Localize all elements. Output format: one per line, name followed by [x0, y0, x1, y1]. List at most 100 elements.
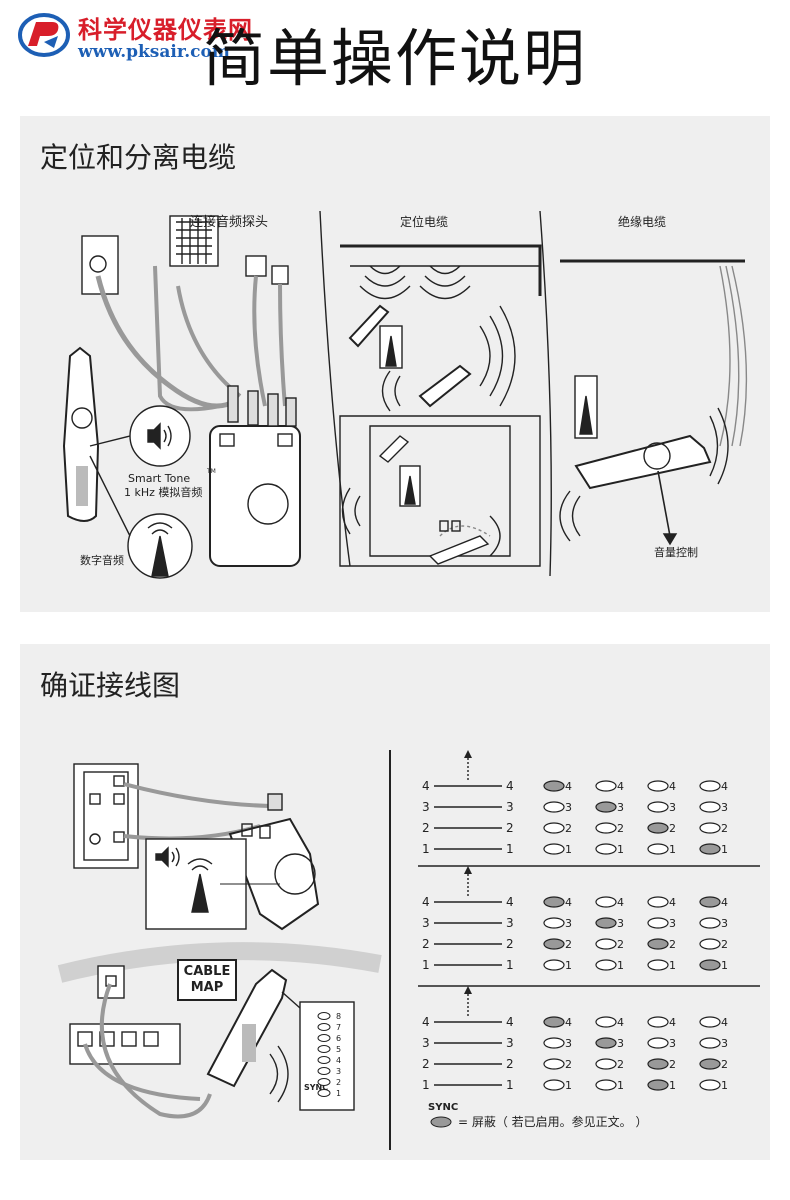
pin-number-right: 3 — [506, 800, 514, 814]
pin-number-left: 4 — [422, 1015, 430, 1029]
pin-number-left: 3 — [422, 1036, 430, 1050]
wiremap-led — [647, 959, 669, 971]
wiremap-led — [699, 896, 721, 908]
pin-number-right: 1 — [506, 1078, 514, 1092]
wiremap-led-number: 2 — [565, 1058, 572, 1071]
wiremap-led — [647, 1016, 669, 1028]
wiremap-led-number: 4 — [669, 1016, 676, 1029]
led-number: 8 — [336, 1012, 341, 1021]
wiremap-led-number: 3 — [721, 801, 728, 814]
wiremap-led-number: 2 — [617, 822, 624, 835]
wiremap-led-number: 1 — [617, 843, 624, 856]
section-locate-isolate: 定位和分离电缆 — [20, 116, 770, 612]
section-title: 确证接线图 — [40, 669, 181, 702]
wiremap-led-number: 1 — [565, 843, 572, 856]
wiremap-led-number: 3 — [669, 801, 676, 814]
wiremap-led — [543, 1058, 565, 1070]
led-number: 3 — [336, 1067, 341, 1076]
label-digital-tone: 数字音频 — [80, 553, 124, 567]
wiremap-led — [647, 1079, 669, 1091]
wiremap-led — [543, 959, 565, 971]
logo-url: www.pksair.com — [78, 42, 230, 62]
led-number: 2 — [336, 1078, 341, 1087]
wiremap-led — [543, 1016, 565, 1028]
led-indicator — [317, 1012, 331, 1020]
wiremap-led-number: 1 — [669, 959, 676, 972]
pk-logo-icon — [18, 13, 70, 57]
legend-sync-label: SYNC — [428, 1102, 458, 1113]
wiremap-led — [699, 801, 721, 813]
pin-number-left: 3 — [422, 800, 430, 814]
wiremap-led — [647, 1037, 669, 1049]
wiremap-led — [595, 938, 617, 950]
wiremap-led — [699, 1016, 721, 1028]
led-indicator — [317, 1078, 331, 1086]
label-isolate-cable: 绝缘电缆 — [618, 214, 666, 229]
wiremap-led — [699, 1058, 721, 1070]
wiremap-led — [699, 780, 721, 792]
pin-number-left: 1 — [422, 958, 430, 972]
wiremap-led-number: 1 — [617, 1079, 624, 1092]
wiremap-led-number: 3 — [617, 1037, 624, 1050]
wiremap-led-number: 3 — [617, 801, 624, 814]
led-indicator — [317, 1034, 331, 1042]
led-number: 6 — [336, 1034, 341, 1043]
pin-number-right: 2 — [506, 937, 514, 951]
wiremap-led-number: 2 — [669, 1058, 676, 1071]
wiremap-led-number: 3 — [565, 801, 572, 814]
wiremap-led — [543, 780, 565, 792]
wiremap-led — [647, 822, 669, 834]
wiremap-led — [699, 917, 721, 929]
wiremap-led — [699, 938, 721, 950]
wiremap-led-number: 1 — [721, 843, 728, 856]
wiremap-led-number: 4 — [669, 780, 676, 793]
pin-number-right: 3 — [506, 1036, 514, 1050]
wiremap-led — [647, 917, 669, 929]
led-indicator — [317, 1089, 331, 1097]
wiremap-led-number: 1 — [565, 1079, 572, 1092]
pin-number-right: 4 — [506, 779, 514, 793]
led-indicator — [317, 1023, 331, 1031]
wiremap-led — [647, 1058, 669, 1070]
wiremap-led-number: 2 — [669, 822, 676, 835]
wiremap-led-number: 3 — [721, 917, 728, 930]
pin-number-right: 2 — [506, 1057, 514, 1071]
label-sync-panel: SYNC — [304, 1083, 328, 1092]
wiremap-led — [595, 917, 617, 929]
wiremap-led-number: 3 — [565, 917, 572, 930]
wiremap-led-number: 1 — [617, 959, 624, 972]
wiremap-led-number: 3 — [617, 917, 624, 930]
pin-number-right: 1 — [506, 842, 514, 856]
wiremap-led-number: 4 — [721, 896, 728, 909]
wiremap-led — [595, 896, 617, 908]
wiremap-led — [699, 822, 721, 834]
pin-number-left: 1 — [422, 842, 430, 856]
wiremap-led — [647, 780, 669, 792]
wiremap-led-number: 1 — [565, 959, 572, 972]
label-cable-map-1: CABLE — [184, 964, 231, 979]
wiremap-led — [543, 822, 565, 834]
wiremap-led-number: 1 — [721, 1079, 728, 1092]
legend-shield-text: = 屏蔽（ 若已启用。参见正文。 ） — [458, 1114, 648, 1129]
label-smart-tone: Smart Tone — [128, 472, 190, 485]
wiremap-led — [595, 843, 617, 855]
wiremap-led-number: 2 — [721, 1058, 728, 1071]
wiremap-led-number: 2 — [669, 938, 676, 951]
wiremap-led — [699, 959, 721, 971]
wiremap-led — [543, 1037, 565, 1049]
wiremap-led — [595, 780, 617, 792]
section-wiremap: 确证接线图 — [20, 644, 770, 1160]
sync-arrowhead — [464, 866, 472, 874]
wiremap-led — [647, 843, 669, 855]
wiremap-led — [647, 938, 669, 950]
wiremap-led-number: 3 — [669, 917, 676, 930]
legend-shield-led — [430, 1116, 452, 1128]
led-number: 4 — [336, 1056, 341, 1065]
pin-number-left: 2 — [422, 821, 430, 835]
pin-number-right: 3 — [506, 916, 514, 930]
wiremap-led-number: 3 — [721, 1037, 728, 1050]
wiremap-led-number: 4 — [721, 1016, 728, 1029]
label-tm: TM — [206, 468, 216, 475]
